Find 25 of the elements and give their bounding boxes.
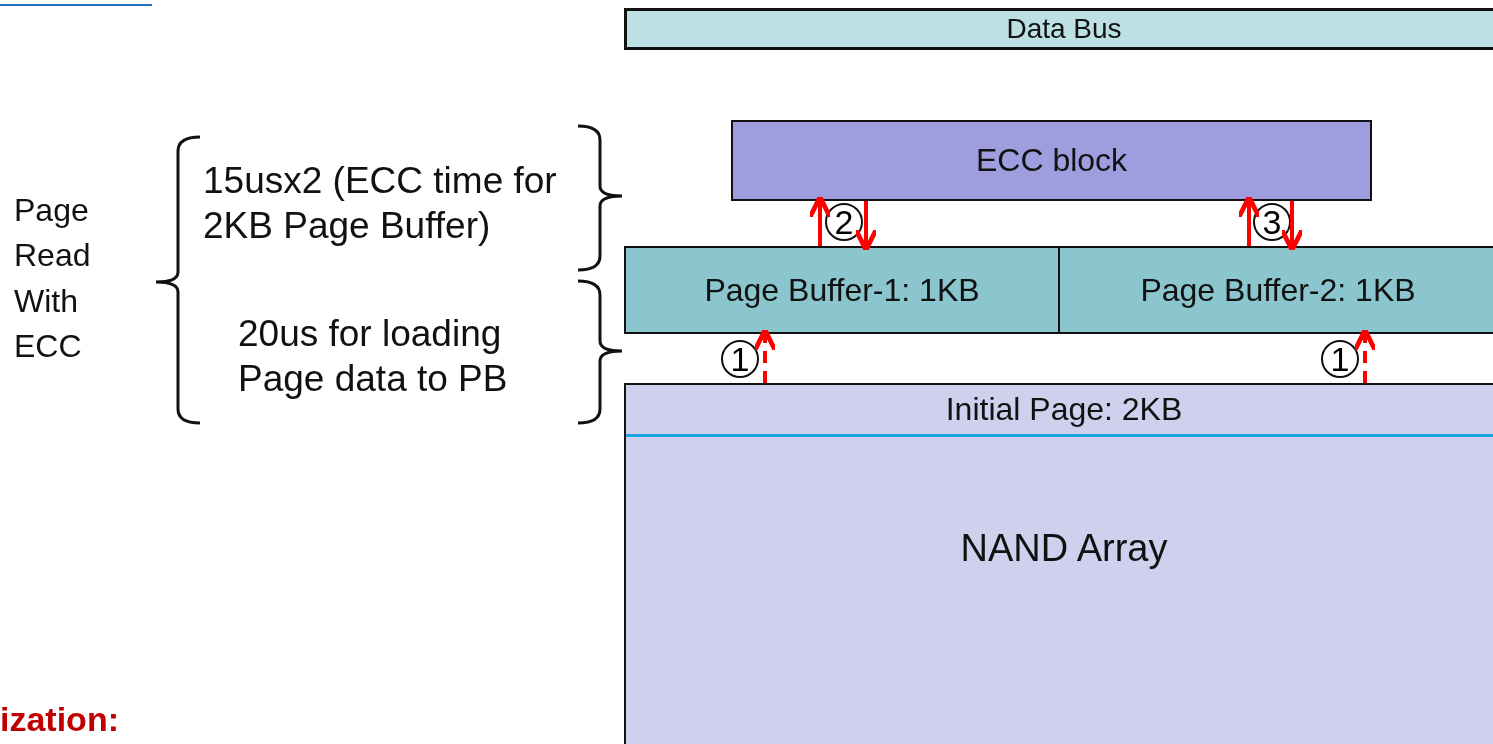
timing-note: 15usx2 (ECC time for 2KB Page Buffer): [203, 159, 558, 249]
side-label: Page Read With ECC: [14, 191, 92, 367]
arrow: [1279, 201, 1305, 253]
arrow: [1236, 194, 1262, 246]
memory-array-box: [624, 383, 1493, 744]
timing-note: 20us for loading Page data to PB: [238, 312, 509, 402]
bus-label: Data Bus: [1006, 13, 1122, 45]
callout-number: 1: [1321, 340, 1359, 378]
arrow: [752, 327, 778, 383]
arrow: [853, 201, 879, 253]
arrow: [1352, 327, 1378, 383]
callout-number: 2: [825, 203, 863, 241]
box-label: Page Buffer-1: 1KB: [704, 271, 980, 309]
process-box: [731, 120, 1372, 201]
callout-number: 1: [721, 340, 759, 378]
callout-number: 3: [1253, 203, 1291, 241]
buffer-box: [624, 246, 1060, 334]
buffer-box: [1058, 246, 1493, 334]
box-label: Page Buffer-2: 1KB: [1140, 271, 1416, 309]
box-label: Initial Page: 2KB: [945, 391, 1183, 428]
bus-bar: [624, 8, 1493, 50]
box-label: ECC block: [975, 142, 1128, 179]
arrow: [807, 194, 833, 246]
box-label: NAND Array: [960, 526, 1168, 570]
heading-fragment: ization:: [0, 700, 119, 739]
